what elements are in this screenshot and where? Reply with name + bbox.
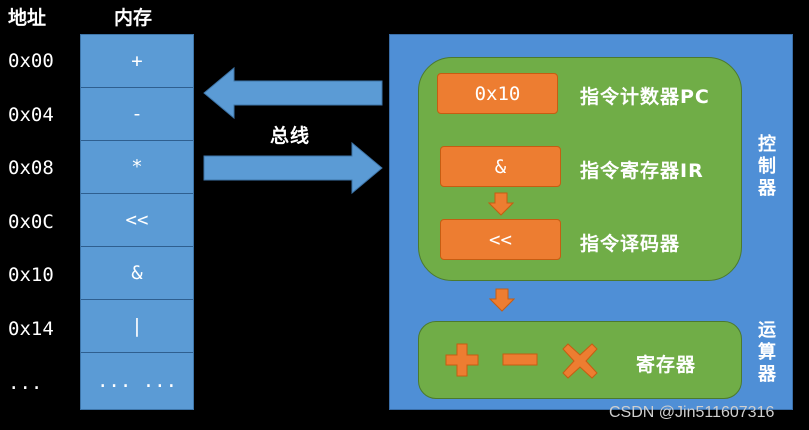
memory-cell: * bbox=[81, 141, 193, 194]
plus-icon bbox=[445, 343, 479, 377]
address-label: 0x04 bbox=[8, 104, 54, 126]
pc-value-box: 0x10 bbox=[437, 73, 558, 114]
alu-label: 运算器 bbox=[758, 320, 776, 385]
right-arrow bbox=[203, 141, 383, 195]
memory-header: 内存 bbox=[114, 7, 153, 29]
memory-cell: + bbox=[81, 35, 193, 88]
down-arrow-icon bbox=[488, 192, 514, 216]
decoder-label: 指令译码器 bbox=[580, 233, 681, 255]
multiply-icon bbox=[562, 343, 598, 379]
pc-label: 指令计数器PC bbox=[580, 86, 710, 108]
ir-label: 指令寄存器IR bbox=[580, 160, 704, 182]
memory-cell: | bbox=[81, 300, 193, 353]
address-label: 0x08 bbox=[8, 157, 54, 179]
decoder-value-box: << bbox=[440, 219, 561, 260]
watermark: CSDN @Jin511607316 bbox=[609, 404, 775, 421]
address-label: 0x10 bbox=[8, 264, 54, 286]
left-arrow bbox=[203, 66, 383, 120]
register-label: 寄存器 bbox=[636, 354, 697, 376]
memory-cell: ... ... bbox=[96, 370, 178, 392]
down-arrow-icon bbox=[489, 288, 515, 312]
address-header: 地址 bbox=[8, 7, 47, 29]
address-label: 0x00 bbox=[8, 50, 54, 72]
memory-cell: << bbox=[81, 194, 193, 247]
memory-column: + - * << & | ... ... bbox=[80, 34, 194, 410]
memory-cell: - bbox=[81, 88, 193, 141]
bus-arrows bbox=[203, 66, 383, 195]
minus-icon bbox=[502, 353, 538, 366]
controller-label: 控制器 bbox=[758, 134, 776, 199]
bus-label: 总线 bbox=[270, 125, 311, 147]
address-label: ... bbox=[8, 372, 43, 394]
ir-value-box: & bbox=[440, 146, 561, 187]
memory-cell: & bbox=[81, 247, 193, 300]
address-label: 0x0C bbox=[8, 211, 54, 233]
address-label: 0x14 bbox=[8, 318, 54, 340]
